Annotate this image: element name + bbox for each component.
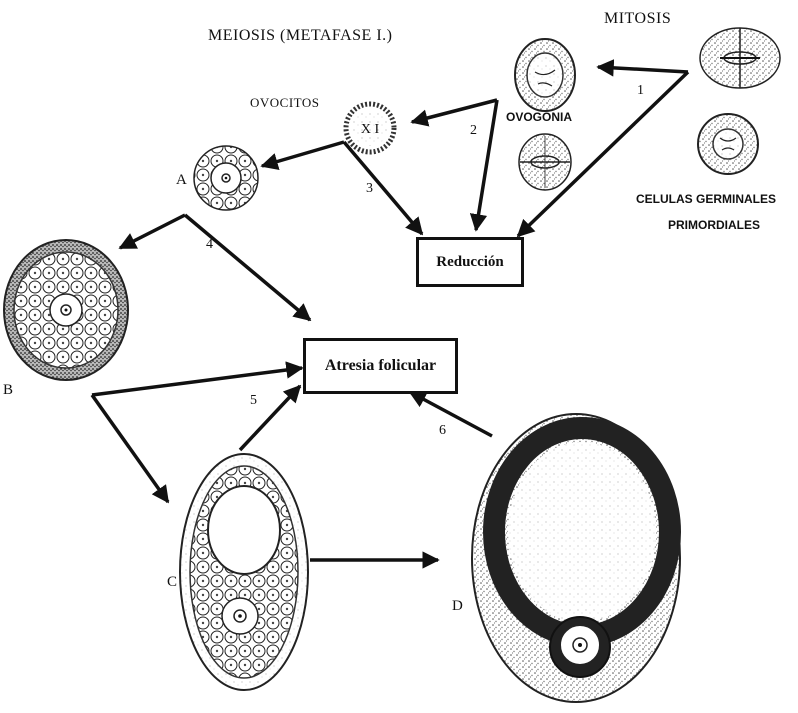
follicle-d: [472, 414, 680, 702]
arrow-6: [410, 392, 492, 436]
arrow-3: [262, 142, 422, 234]
arrow-4: [120, 215, 310, 320]
arrow-number-3: 3: [366, 181, 373, 196]
stage-label-c: C: [167, 574, 177, 590]
follicle-b: [4, 240, 128, 380]
primordiales-label: PRIMORDIALES: [668, 218, 760, 232]
arrow-number-1: 1: [637, 83, 644, 98]
arrow-number-6: 6: [439, 423, 446, 438]
follicle-a: [194, 146, 258, 210]
stage-label-a: A: [176, 172, 187, 188]
follicle-c: [180, 454, 308, 690]
ovogonia-cell: [515, 39, 575, 111]
mitosis-dividing-cell: [700, 28, 780, 88]
ovocitos-label: OVOCITOS: [250, 95, 320, 111]
mitosis-title: MITOSIS: [604, 10, 671, 28]
atresia-folicular-box: Atresia folicular: [303, 338, 458, 394]
ovogonia-dividing-cell: [519, 134, 571, 190]
ovocito-label: X I: [361, 122, 380, 137]
atresia-folicular-label: Atresia folicular: [325, 357, 436, 375]
meiosis-title: MEIOSIS (METAFASE I.): [208, 27, 392, 45]
reduccion-label: Reducción: [436, 254, 504, 271]
primordial-germ-cell: [698, 114, 758, 174]
arrow-number-5: 5: [250, 393, 257, 408]
arrow-2: [412, 100, 497, 230]
celulas-germinales-label: CELULAS GERMINALES: [636, 192, 776, 206]
ovogonia-label: OVOGONIA: [506, 110, 572, 124]
stage-label-b: B: [3, 382, 13, 398]
reduccion-box: Reducción: [416, 237, 524, 287]
arrow-number-2: 2: [470, 123, 477, 138]
arrow-number-4: 4: [206, 237, 213, 252]
stage-label-d: D: [452, 598, 463, 614]
